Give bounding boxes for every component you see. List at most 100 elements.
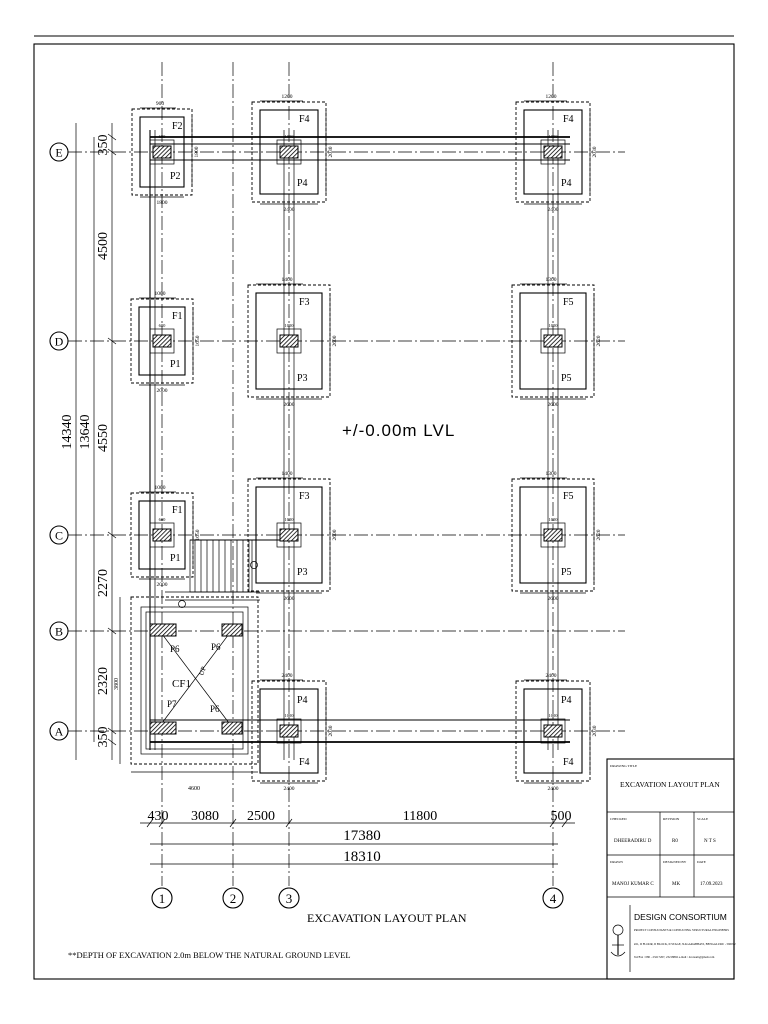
footing-label: F3 <box>299 491 310 502</box>
grid-row-label: D <box>55 335 64 349</box>
grid-row-label: B <box>55 625 63 639</box>
footing-top-dim: 1200 <box>546 94 557 100</box>
cf1-pier-b2: P6 <box>211 642 221 652</box>
column-dim: 1000 <box>549 713 559 718</box>
footing-label: F2 <box>172 121 183 132</box>
pier-label: P4 <box>561 178 572 189</box>
footing-label: F1 <box>172 311 183 322</box>
footing-width: 2600 <box>548 402 559 408</box>
company-logo-icon <box>610 924 626 957</box>
grid-row-label: C <box>55 529 63 543</box>
tb-designed: MK <box>672 882 680 887</box>
tb-scale: N T S <box>704 839 716 844</box>
title-block: DRAWING TITLE EXCAVATION LAYOUT PLAN CHE… <box>606 758 736 980</box>
stair-up-label: UP <box>197 665 208 676</box>
bottom-dim-segment: 500 <box>551 809 572 824</box>
grid-bubble-col: 1 <box>151 887 173 909</box>
column-dim: 1000 <box>549 517 559 522</box>
column-dim: 600 <box>159 517 167 522</box>
left-dim-segment: 350 <box>96 727 111 748</box>
footing-height: 2030 <box>592 725 598 736</box>
footing-top-dim: 2400 <box>282 673 293 679</box>
excavation-note: **DEPTH OF EXCAVATION 2.0m BELOW THE NAT… <box>68 950 351 960</box>
tb-address: #21, II FLOOR, II BLOCK, II STAGE, NAGAR… <box>634 942 736 947</box>
footing-label: F4 <box>299 757 310 768</box>
footing-top-dim: 1400 <box>282 471 293 477</box>
footing-width: 2400 <box>548 786 559 792</box>
footing-height: 2030 <box>328 725 334 736</box>
tb-drawn: MANOJ KUMAR C <box>612 882 654 887</box>
tb-date-label: DATE <box>697 860 706 864</box>
column-dim: 1000 <box>285 713 295 718</box>
footing-top-dim: 1000 <box>155 291 166 297</box>
tb-checked-label: CHECKED <box>610 817 627 821</box>
footing-width: 2000 <box>157 582 168 588</box>
tb-drawing-title-label: DRAWING TITLE <box>610 764 637 768</box>
combined-footing: CF1 P6 P6 P7 P6 4600 3800 UP <box>114 596 259 792</box>
bottom-dim-total-a: 17380 <box>343 828 381 844</box>
cf1-width: 4600 <box>188 786 200 792</box>
bottom-dim-segment: 3080 <box>191 809 219 824</box>
pier-label: P2 <box>170 171 181 182</box>
cf1-label: CF1 <box>172 678 191 690</box>
footing-height: 2600 <box>332 529 338 540</box>
pier-label: P5 <box>561 373 572 384</box>
pier-label: P4 <box>297 695 308 706</box>
column-dim: 1000 <box>549 323 559 328</box>
left-dim-segment: 350 <box>96 135 111 156</box>
grid-bubble-col: 2 <box>222 887 244 909</box>
grid-row-label: A <box>55 725 64 739</box>
footing-height: 2600 <box>332 335 338 346</box>
footing-label: F3 <box>299 297 310 308</box>
cf1-pier-a1: P7 <box>167 699 177 709</box>
footing-height: 1650 <box>195 335 201 346</box>
tb-designed-label: DESIGNED BY <box>663 860 687 864</box>
tb-company-sub: PROJECT CONSULTANTS & CONSULTING STRUCTU… <box>634 928 729 932</box>
footing-top-dim: 900 <box>156 101 165 107</box>
level-label: +/-0.00m LVL <box>342 421 455 440</box>
bottom-dim-segment: 430 <box>148 809 169 824</box>
footing-width: 2600 <box>284 596 295 602</box>
footing-top-dim: 1000 <box>155 485 166 491</box>
tb-date: 17.09.2023 <box>700 882 723 887</box>
footing-width: 2400 <box>284 207 295 213</box>
tb-drawing-title: EXCAVATION LAYOUT PLAN <box>620 780 720 789</box>
grid-lines <box>68 62 625 886</box>
left-dim-overall-a: 14340 <box>60 415 75 450</box>
footing-label: F4 <box>563 757 574 768</box>
tb-scale-label: SCALE <box>697 817 708 821</box>
grid-col-label: 1 <box>159 891 166 906</box>
bottom-dim-segment: 2500 <box>247 809 275 824</box>
footing-label: F4 <box>299 114 310 125</box>
bottom-dim-segment: 11800 <box>403 809 437 824</box>
column-dim: 1000 <box>285 134 295 139</box>
footing-label: F1 <box>172 505 183 516</box>
footing-height: 2620 <box>596 335 602 346</box>
plinth-beams <box>149 130 570 760</box>
left-dim-segment: 2270 <box>96 569 111 597</box>
footing-top-dim: 2400 <box>546 673 557 679</box>
column-dim: 1000 <box>549 134 559 139</box>
pier-label: P3 <box>297 373 308 384</box>
grid-bubble-row: C <box>49 525 69 545</box>
grid-bubble-row: B <box>49 621 69 641</box>
footing-top-dim: 1200 <box>282 94 293 100</box>
footing-height: 2620 <box>596 529 602 540</box>
footing-height: 2030 <box>592 146 598 157</box>
pier-label: P1 <box>170 359 181 370</box>
plan-title: EXCAVATION LAYOUT PLAN <box>307 911 467 925</box>
grid-bubble-row: A <box>49 721 69 741</box>
grid-col-label: 3 <box>286 891 293 906</box>
footing-height: 1650 <box>195 529 201 540</box>
